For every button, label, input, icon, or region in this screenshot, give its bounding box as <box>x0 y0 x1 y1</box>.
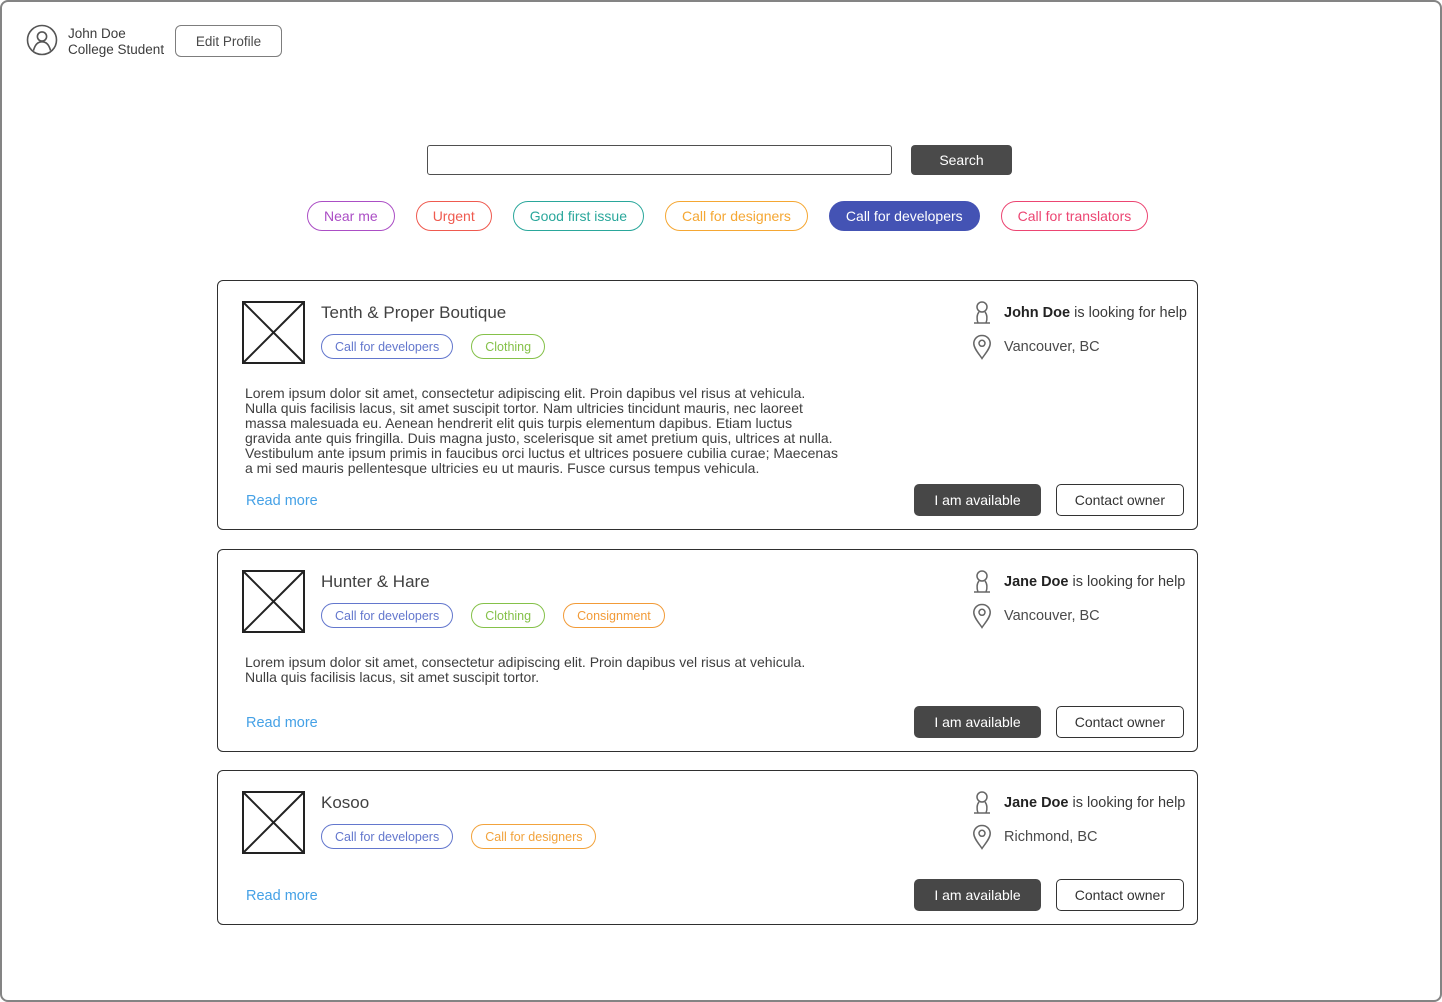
card-title: Hunter & Hare <box>321 572 430 591</box>
i-am-available-button[interactable]: I am available <box>914 484 1041 516</box>
tag-call-for-developers[interactable]: Call for developers <box>321 603 454 628</box>
location-pin-icon <box>970 824 994 850</box>
person-icon <box>970 569 994 595</box>
owner-name: Jane Doe <box>1004 574 1069 590</box>
tag-list: Call for developers Call for designers <box>321 824 597 849</box>
tag-call-for-developers[interactable]: Call for developers <box>321 334 454 359</box>
contact-owner-button[interactable]: Contact owner <box>1055 879 1184 911</box>
tag-clothing[interactable]: Clothing <box>471 334 546 359</box>
filter-near-me[interactable]: Near me <box>307 201 395 231</box>
read-more-link[interactable]: Read more <box>246 715 318 731</box>
tag-consignment[interactable]: Consignment <box>563 603 665 628</box>
i-am-available-button[interactable]: I am available <box>914 879 1041 911</box>
owner-suffix: is looking for help <box>1068 574 1186 590</box>
location-pin-icon <box>970 603 994 629</box>
filter-call-for-translators[interactable]: Call for translators <box>1000 201 1149 231</box>
tag-call-for-developers[interactable]: Call for developers <box>321 824 454 849</box>
edit-profile-button[interactable]: Edit Profile <box>175 25 282 57</box>
card-description: Lorem ipsum dolor sit amet, consectetur … <box>245 654 806 685</box>
filter-pills: Near me Urgent Good first issue Call for… <box>307 201 1149 231</box>
tag-call-for-designers[interactable]: Call for designers <box>471 824 597 849</box>
location-text: Vancouver, BC <box>1004 339 1100 355</box>
owner-name: Jane Doe <box>1004 795 1069 811</box>
filter-call-for-designers[interactable]: Call for designers <box>664 201 808 231</box>
search-input[interactable] <box>427 145 892 175</box>
location-text: Richmond, BC <box>1004 829 1098 845</box>
owner-suffix: is looking for help <box>1068 795 1186 811</box>
profile-names: John Doe College Student <box>68 26 164 58</box>
owner-text: Jane Doe is looking for help <box>1004 795 1185 811</box>
image-placeholder-icon <box>242 301 305 364</box>
owner-block: Jane Doe is looking for help Vancouver, … <box>970 567 1185 635</box>
read-more-link[interactable]: Read more <box>246 888 318 904</box>
card-title: Kosoo <box>321 793 370 812</box>
card-buttons: I am available Contact owner <box>914 879 1184 911</box>
tag-list: Call for developers Clothing Consignment <box>321 603 665 628</box>
owner-suffix: is looking for help <box>1070 305 1187 321</box>
filter-urgent[interactable]: Urgent <box>415 201 492 231</box>
filter-call-for-developers[interactable]: Call for developers <box>828 201 980 231</box>
read-more-link[interactable]: Read more <box>246 493 318 509</box>
owner-block: Jane Doe is looking for help Richmond, B… <box>970 788 1185 856</box>
listing-card: Tenth & Proper Boutique Call for develop… <box>217 280 1198 530</box>
person-icon <box>970 790 994 816</box>
contact-owner-button[interactable]: Contact owner <box>1055 484 1184 516</box>
image-placeholder-icon <box>242 791 305 854</box>
location-text: Vancouver, BC <box>1004 608 1100 624</box>
image-placeholder-icon <box>242 570 305 633</box>
listing-card: Hunter & Hare Call for developers Clothi… <box>217 549 1198 752</box>
contact-owner-button[interactable]: Contact owner <box>1055 706 1184 738</box>
tag-list: Call for developers Clothing <box>321 334 546 359</box>
profile-subtitle: College Student <box>68 42 165 57</box>
card-buttons: I am available Contact owner <box>914 706 1184 738</box>
owner-block: John Doe is looking for help Vancouver, … <box>970 298 1187 366</box>
avatar <box>26 24 58 56</box>
owner-name: John Doe <box>1004 305 1071 321</box>
person-icon <box>970 300 994 326</box>
owner-text: John Doe is looking for help <box>1004 305 1187 321</box>
card-title: Tenth & Proper Boutique <box>321 303 507 322</box>
owner-text: Jane Doe is looking for help <box>1004 574 1185 590</box>
listing-card: Kosoo Call for developers Call for desig… <box>217 770 1198 925</box>
card-buttons: I am available Contact owner <box>914 484 1184 516</box>
filter-good-first-issue[interactable]: Good first issue <box>512 201 644 231</box>
tag-clothing[interactable]: Clothing <box>471 603 546 628</box>
i-am-available-button[interactable]: I am available <box>914 706 1041 738</box>
profile-name: John Doe <box>68 26 126 41</box>
card-description: Lorem ipsum dolor sit amet, consectetur … <box>245 385 838 476</box>
location-pin-icon <box>970 334 994 360</box>
search-button[interactable]: Search <box>911 145 1012 175</box>
